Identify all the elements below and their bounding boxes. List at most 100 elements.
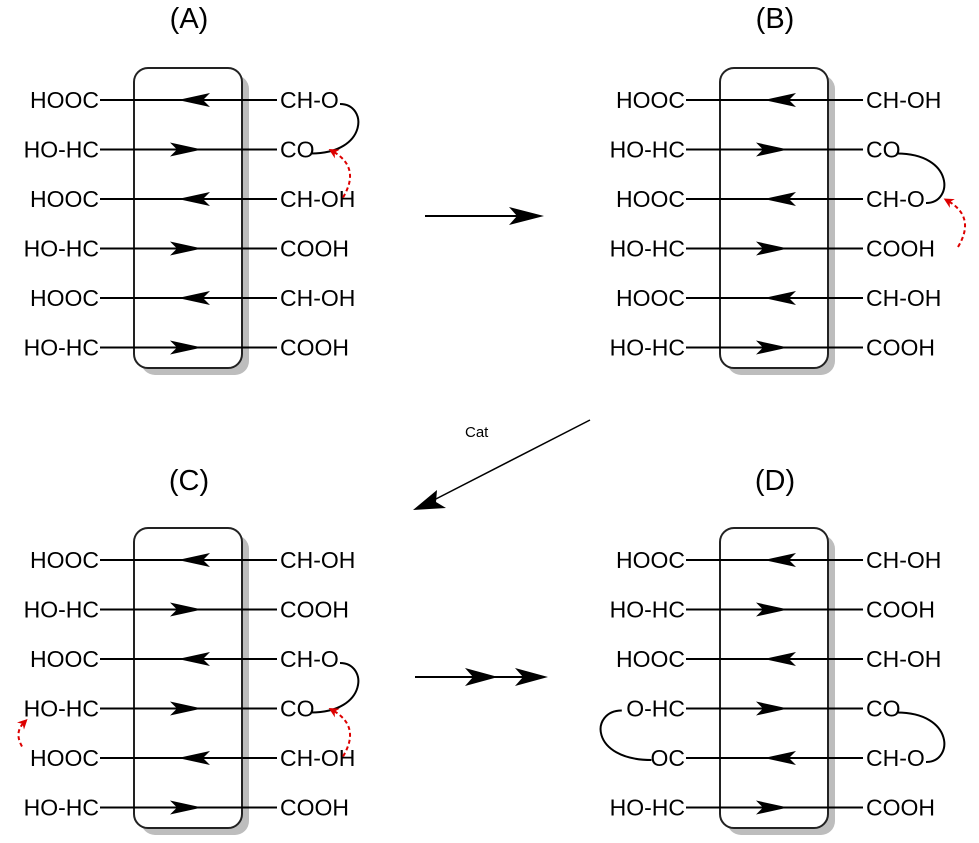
ring-closure-bond bbox=[896, 152, 946, 204]
chain-row: HOOC CH-OH bbox=[616, 87, 941, 113]
left-group-label: HO-HC bbox=[24, 696, 99, 722]
right-group-label: COOH bbox=[280, 597, 349, 623]
right-group-label: COOH bbox=[866, 795, 935, 821]
left-group-label: HO-HC bbox=[610, 335, 685, 361]
left-group-label: HOOC bbox=[616, 646, 685, 672]
direction-arrowhead bbox=[170, 800, 202, 815]
left-group-label: HOOC bbox=[616, 87, 685, 113]
direction-arrowhead bbox=[178, 751, 210, 765]
template-box bbox=[719, 67, 829, 369]
arrow-b-to-c: Cat bbox=[413, 419, 591, 510]
right-group-label: CH-O bbox=[866, 745, 925, 771]
chain-row: HOOC CH-OH bbox=[30, 186, 355, 212]
left-group-label: HOOC bbox=[30, 186, 99, 212]
left-group-label: HOOC bbox=[30, 285, 99, 311]
chain-row: HO-HC COOH bbox=[610, 795, 935, 821]
right-group-label: CH-OH bbox=[280, 186, 355, 212]
ring-closure-bond bbox=[310, 103, 360, 155]
arrow-c-to-d bbox=[415, 668, 548, 686]
right-group-label: CO bbox=[280, 137, 315, 163]
red-electron-arrow bbox=[943, 198, 967, 248]
direction-arrowhead bbox=[756, 701, 788, 716]
right-group-label: CH-O bbox=[280, 87, 339, 113]
direction-arrowhead bbox=[178, 93, 210, 107]
arrowhead-2 bbox=[515, 668, 548, 686]
direction-arrowhead bbox=[756, 602, 788, 617]
right-group-label: CH-O bbox=[866, 186, 925, 212]
panel-a-content: HOOC CH-O HO-HC CO HOOC CH-OH HO-HC COOH HOOC CH-… bbox=[24, 67, 360, 375]
direction-arrowhead bbox=[764, 652, 796, 666]
panel-d-title: (D) bbox=[755, 465, 795, 497]
red-electron-arrow bbox=[328, 708, 352, 758]
chain-row: O-HC CO bbox=[626, 696, 900, 722]
ring-closure-bond bbox=[599, 709, 652, 761]
chain-row: OC CH-O bbox=[651, 745, 925, 771]
right-group-label: CH-OH bbox=[280, 745, 355, 771]
left-group-label: HOOC bbox=[30, 87, 99, 113]
direction-arrowhead bbox=[178, 553, 210, 567]
direction-arrowhead bbox=[178, 291, 210, 305]
direction-arrowhead bbox=[764, 291, 796, 305]
chain-row: HO-HC COOH bbox=[610, 335, 935, 361]
right-group-label: CH-OH bbox=[866, 87, 941, 113]
left-group-label: HOOC bbox=[616, 186, 685, 212]
left-group-label: HO-HC bbox=[610, 795, 685, 821]
direction-arrowhead bbox=[756, 340, 788, 355]
chain-row: HOOC CH-OH bbox=[30, 745, 355, 771]
direction-arrowhead bbox=[170, 241, 202, 256]
direction-arrowhead bbox=[756, 800, 788, 815]
left-group-label: HO-HC bbox=[24, 335, 99, 361]
left-group-label: HOOC bbox=[30, 745, 99, 771]
direction-arrowhead bbox=[170, 701, 202, 716]
right-group-label: CH-OH bbox=[866, 285, 941, 311]
left-group-label: HO-HC bbox=[24, 597, 99, 623]
direction-arrowhead bbox=[756, 142, 788, 157]
direction-arrowhead bbox=[764, 93, 796, 107]
right-group-label: COOH bbox=[866, 335, 935, 361]
arrowhead bbox=[509, 207, 544, 225]
panel-b-content: HOOC CH-OH HO-HC CO HOOC CH-O HO-HC COOH HOOC CH-… bbox=[610, 67, 967, 375]
arrow-a-to-b bbox=[425, 207, 544, 225]
direction-arrowhead bbox=[764, 751, 796, 765]
panel-a-title: (A) bbox=[170, 3, 209, 35]
chain-row: HOOC CH-OH bbox=[616, 285, 941, 311]
red-electron-arrow bbox=[328, 149, 352, 199]
right-group-label: CH-OH bbox=[866, 547, 941, 573]
chain-row: HOOC CH-O bbox=[30, 87, 339, 113]
template-box bbox=[133, 527, 243, 829]
left-group-label: HO-HC bbox=[24, 236, 99, 262]
direction-arrowhead bbox=[178, 652, 210, 666]
right-group-label: CO bbox=[280, 696, 315, 722]
left-group-label: HO-HC bbox=[610, 137, 685, 163]
arrowhead bbox=[413, 490, 446, 510]
direction-arrowhead bbox=[764, 192, 796, 206]
left-group-label: O-HC bbox=[626, 696, 685, 722]
left-group-label: HOOC bbox=[616, 547, 685, 573]
chain-row: HO-HC COOH bbox=[24, 795, 349, 821]
right-group-label: CO bbox=[866, 696, 901, 722]
right-group-label: CH-OH bbox=[866, 646, 941, 672]
red-electron-arrow bbox=[16, 718, 28, 747]
chain-row: HO-HC CO bbox=[24, 137, 315, 163]
right-group-label: COOH bbox=[280, 335, 349, 361]
left-group-label: HO-HC bbox=[24, 137, 99, 163]
right-group-label: COOH bbox=[280, 795, 349, 821]
chain-row: HO-HC COOH bbox=[24, 335, 349, 361]
left-group-label: HOOC bbox=[616, 285, 685, 311]
right-group-label: CH-OH bbox=[280, 547, 355, 573]
right-group-label: COOH bbox=[866, 597, 935, 623]
left-group-label: OC bbox=[651, 745, 686, 771]
right-group-label: CO bbox=[866, 137, 901, 163]
left-group-label: HOOC bbox=[30, 646, 99, 672]
left-group-label: HO-HC bbox=[24, 795, 99, 821]
direction-arrowhead bbox=[756, 241, 788, 256]
